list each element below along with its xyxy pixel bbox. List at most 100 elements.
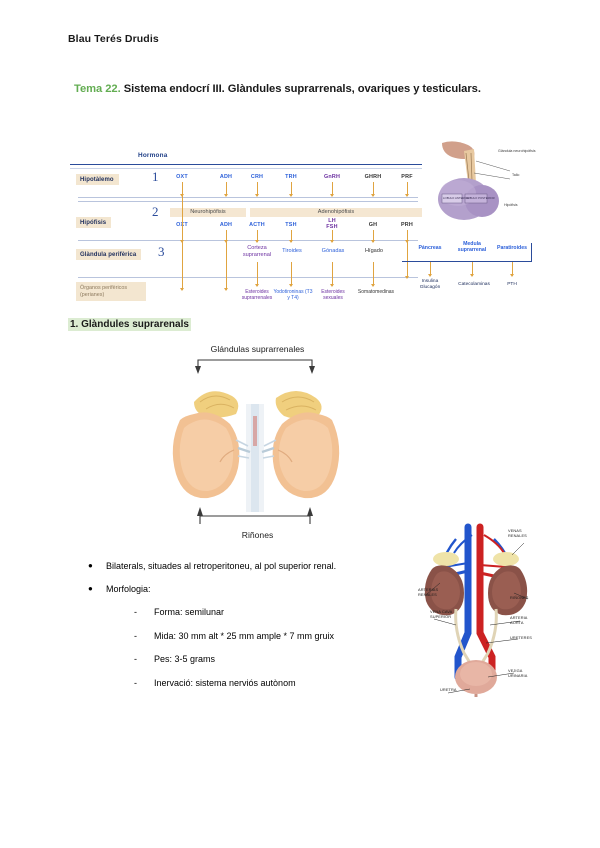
hormone-pit-oxt: OXT — [176, 222, 188, 228]
dash-marker: - — [134, 654, 137, 664]
row-label-organos-perifericos: Òrganos perifèricos (perianes) — [76, 282, 146, 301]
right-arrow-pancreas — [428, 262, 432, 277]
hormone-pit-adh: ADH — [219, 222, 233, 228]
right-product-pth: PTH — [507, 282, 517, 287]
urinary-label-rinones: RIÑONES — [510, 595, 529, 600]
hormone-hyp-adh: ADH — [219, 174, 233, 180]
urinary-label-arteria-aorta: ARTERIA AORTA — [510, 615, 528, 625]
hormone-pit-acth: ACTH — [249, 222, 265, 228]
urinary-system-figure: ARTERIAS RENALES VENA CAVA SUPERIOR URET… — [416, 521, 540, 697]
hormone-axis-figure: Hormona Hipotàlemo 1 Hipófisis 2 Glàndul… — [70, 152, 422, 304]
pituitary-label-4: LOBULO POSTERIOR — [466, 196, 495, 200]
arrow-crh-1 — [255, 182, 259, 197]
author-name: Blau Terés Drudis — [68, 33, 159, 45]
list-item: - Pes: 3-5 grams — [134, 653, 428, 665]
arrow-gh-long — [371, 262, 375, 287]
right-product-insulina-glucagon: Insulina Glucagón — [419, 279, 441, 290]
arrow-acth-2 — [255, 230, 259, 243]
list-item: - Inervació: sistema nerviós autònom — [134, 677, 428, 689]
urinary-label-arterias-renales: ARTERIAS RENALES — [418, 587, 439, 597]
pituitary-svg — [438, 141, 511, 220]
hormone-hyp-crh: CRH — [250, 174, 264, 180]
sub-bullet-text: Inervació: sistema nerviós autònom — [154, 677, 296, 688]
sub-bullet-text: Forma: semilunar — [154, 607, 225, 617]
urinary-label-vejiga-urinaria: VEJIGA URINARIA — [508, 668, 528, 678]
product-yodotironinas: Yodotironinas (T3 y T4) — [273, 289, 313, 301]
hormone-hyp-prf: PRF — [401, 174, 413, 180]
section-heading-glandules-suprarenals: 1. Glàndules suprarenals — [68, 318, 191, 331]
sub-bullet-text: Pes: 3-5 grams — [154, 654, 216, 664]
kidney-figure-bottom-label: Riñones — [241, 530, 274, 540]
axis-top-rule — [70, 164, 422, 169]
pituitary-label-1: Tallo — [512, 173, 520, 177]
hormone-hyp-oxt: OXT — [176, 174, 188, 180]
right-arrow-medula — [470, 262, 474, 277]
kidney-adrenal-figure: Glándulas suprarrenales — [150, 344, 365, 559]
right-gland-medula-suprarrenal: Medula suprarrenal — [457, 241, 487, 253]
bullet-marker: ● — [88, 584, 93, 593]
dash-marker: - — [134, 630, 137, 641]
title-rest: Sistema endocrí III. Glàndules suprarren… — [120, 83, 481, 95]
bullet-text: Bilaterals, situades al retroperitoneu, … — [106, 561, 337, 571]
row-label-hipofisis: Hipófisis — [76, 217, 112, 228]
arrow-oxt-long — [180, 184, 184, 291]
hormone-pit-lh-fsh: LH FSH — [326, 218, 338, 230]
arrow-lhfsh-2 — [330, 230, 334, 243]
pituitary-label-3: LOBULO ANTERIOR — [443, 196, 470, 200]
hormone-hyp-trh: TRH — [285, 174, 297, 180]
urinary-label-venas-renales: VENAS RENALES — [508, 528, 527, 538]
arrow-prh-long — [405, 232, 409, 279]
page-title: Tema 22. Sistema endocrí III. Glàndules … — [74, 83, 481, 95]
right-gland-pancreas: Páncreas — [418, 245, 442, 251]
pituitary-label-2: Hipófisis — [504, 203, 518, 207]
hormone-hyp-gnrh: GnRH — [323, 174, 341, 180]
right-axis-vertical — [531, 243, 532, 262]
gland-higado: Hígado — [364, 248, 384, 254]
row-number-2: 2 — [152, 204, 159, 219]
bullet-marker: ● — [88, 561, 93, 570]
arrow-gnrh-1 — [330, 182, 334, 197]
urinary-svg — [424, 523, 529, 697]
axis-rule-4 — [78, 277, 418, 278]
row-number-1: 1 — [152, 169, 159, 184]
row-number-3: 3 — [158, 244, 165, 259]
pituitary-gland-illustration: Glándula neurohipófisis Tallo Hipófisis … — [424, 137, 536, 242]
gland-corteza-suprarrenal: Corteza suprarrenal — [242, 245, 272, 258]
arrow-adh-1 — [224, 182, 228, 197]
product-esteroides-suprarrenales: Esteroides suprarrenales — [241, 289, 273, 301]
list-item: - Mida: 30 mm alt * 25 mm ample * 7 mm g… — [134, 630, 428, 642]
arrow-adh-long — [224, 232, 228, 291]
kidney-svg — [172, 359, 340, 524]
dash-marker: - — [134, 607, 137, 617]
pituitary-label-0: Glándula neurohipófisis — [498, 149, 536, 153]
arrow-lhfsh-long — [330, 262, 334, 287]
right-axis-line — [402, 261, 532, 262]
axis-rule-2b — [78, 201, 418, 202]
lobe-adenohipofisis: Adenohipófisis — [250, 208, 422, 217]
axis-rule-2a — [78, 197, 418, 198]
sub-bullet-text: Mida: 30 mm alt * 25 mm ample * 7 mm gru… — [154, 630, 335, 641]
urinary-label-vena-cava-superior: VENA CAVA SUPERIOR — [430, 609, 453, 619]
right-product-catecolaminas: Catecolaminas — [458, 282, 490, 287]
right-gland-axis: Páncreas Medula suprarrenal Paratiroides… — [396, 237, 538, 299]
arrow-ghrh-1 — [371, 182, 375, 197]
arrow-acth-long — [255, 262, 259, 287]
row-label-hipotalamo: Hipotàlemo — [76, 174, 119, 185]
gland-gonadas: Gónadas — [321, 248, 345, 254]
list-item: ● Bilaterals, situades al retroperitoneu… — [88, 560, 428, 572]
right-gland-paratiroides: Paratiroides — [497, 245, 527, 251]
urinary-label-ureteres: URETERES — [510, 635, 532, 640]
bullet-list: ● Bilaterals, situades al retroperitoneu… — [88, 560, 428, 700]
hormone-pit-prh: PRH — [401, 222, 413, 228]
bullet-text: Morfologia: — [106, 584, 151, 594]
arrow-gh-2 — [371, 230, 375, 243]
arrow-prf-1 — [405, 182, 409, 197]
list-item: ● Morfologia: — [88, 583, 428, 595]
list-item: - Forma: semilunar — [134, 606, 428, 618]
product-esteroides-sexuales: Esteroides sexuales — [321, 289, 345, 301]
hormone-axis-title: Hormona — [138, 152, 168, 159]
gland-tiroides: Tiroides — [282, 248, 302, 254]
row-label-glandula-periferica: Glàndula perifèrica — [76, 249, 142, 260]
arrow-tsh-long — [289, 262, 293, 287]
